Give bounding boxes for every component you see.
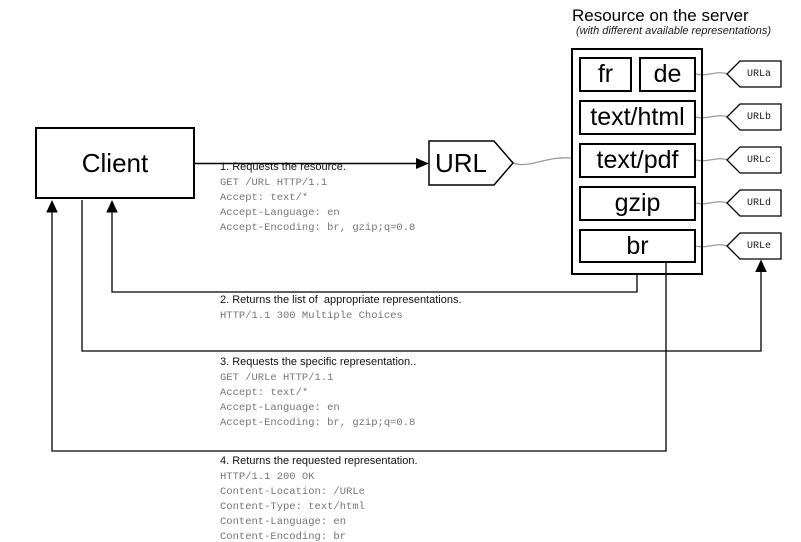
- http-line: Accept-Language: en: [220, 207, 340, 219]
- http-line: Content-Type: text/html: [220, 501, 365, 513]
- step-2-annotation: 2. Returns the list of appropriate repre…: [220, 293, 462, 324]
- step-3-http-request: GET /URLe HTTP/1.1 Accept: text/* Accept…: [220, 371, 416, 431]
- representation-label: gzip: [614, 189, 661, 217]
- arrow-2-response-line: [111, 211, 638, 293]
- representation-gzip: gzip: [579, 186, 696, 221]
- step-3-title: 3. Requests the specific representation.…: [220, 356, 417, 368]
- arrow-3-request-line: [81, 200, 762, 352]
- server-title: Resource on the server: [572, 6, 749, 25]
- texthtml-to-urlb-connector: [695, 115, 729, 119]
- urle-tag-shape: [726, 232, 782, 260]
- step-4-http-response: HTTP/1.1 200 OK Content-Location: /URLe …: [220, 470, 418, 542]
- http-line: Content-Encoding: br: [220, 531, 347, 542]
- server-subtitle: (with different available representation…: [576, 25, 772, 37]
- urlc-tag-shape: [726, 146, 782, 174]
- representation-label: text/pdf: [596, 146, 679, 174]
- http-line: Content-Location: /URLe: [220, 486, 365, 498]
- br-to-urle-connector: [695, 244, 728, 248]
- url-tag-urlb: URLb: [746, 111, 771, 123]
- step-2-http-response: HTTP/1.1 300 Multiple Choices: [220, 309, 462, 324]
- representation-label: br: [626, 231, 649, 260]
- representation-label: text/html: [590, 103, 685, 131]
- http-line: GET /URLe HTTP/1.1: [220, 372, 334, 384]
- step-1-annotation: 1. Requests the resource. GET /URL HTTP/…: [220, 160, 415, 236]
- step-4-title: 4. Returns the requested representation.: [220, 455, 418, 467]
- step-1-http-request: GET /URL HTTP/1.1 Accept: text/* Accept-…: [220, 176, 415, 236]
- http-line: Accept: text/*: [220, 387, 309, 399]
- url-tag-urle: URLe: [746, 240, 771, 252]
- http-line: Accept-Encoding: br, gzip;q=0.8: [220, 222, 416, 234]
- representation-br: br: [579, 229, 696, 263]
- url-tag-urlc: URLc: [746, 154, 771, 166]
- url-node-shape: [428, 140, 514, 186]
- step-3-annotation: 3. Requests the specific representation.…: [220, 355, 416, 431]
- http-line: HTTP/1.1 300 Multiple Choices: [220, 310, 403, 322]
- step-4-annotation: 4. Returns the requested representation.…: [220, 454, 418, 542]
- arrow-2-arrowhead-icon: [106, 200, 118, 213]
- step-1-title: 1. Requests the resource.: [220, 161, 346, 173]
- textpdf-to-urlc-connector: [695, 158, 729, 162]
- step-2-title: 2. Returns the list of appropriate repre…: [220, 294, 462, 306]
- http-line: Accept-Encoding: br, gzip;q=0.8: [220, 417, 416, 429]
- http-line: GET /URL HTTP/1.1: [220, 177, 328, 189]
- arrow-3-arrowhead-icon: [755, 259, 767, 272]
- urlb-tag-shape: [726, 103, 782, 131]
- representation-text-pdf: text/pdf: [579, 143, 696, 178]
- client-label: Client: [81, 147, 149, 178]
- arrow-4-response-line: [51, 211, 667, 452]
- urld-tag-shape: [726, 189, 782, 217]
- http-line: HTTP/1.1 200 OK: [220, 471, 315, 483]
- urla-tag-shape: [726, 60, 782, 88]
- server-resource-box: [571, 48, 703, 275]
- gzip-to-urld-connector: [695, 201, 728, 205]
- representation-label: de: [653, 60, 682, 88]
- http-line: Accept-Language: en: [220, 402, 340, 414]
- representation-text-html: text/html: [579, 100, 696, 135]
- de-to-urla-connector: [695, 72, 729, 76]
- client-node: Client: [35, 127, 195, 199]
- http-line: Accept: text/*: [220, 192, 309, 204]
- arrow-1-arrowhead-icon: [416, 158, 429, 169]
- representation-label: fr: [597, 60, 614, 88]
- representation-de: de: [639, 57, 696, 92]
- url-node-label: URL: [434, 147, 487, 178]
- url-to-server-connector: [512, 157, 572, 166]
- url-tag-urla: URLa: [746, 68, 771, 80]
- url-tag-urld: URLd: [746, 197, 771, 209]
- arrow-4-arrowhead-icon: [46, 200, 58, 213]
- http-line: Content-Language: en: [220, 516, 347, 528]
- representation-fr: fr: [579, 57, 632, 92]
